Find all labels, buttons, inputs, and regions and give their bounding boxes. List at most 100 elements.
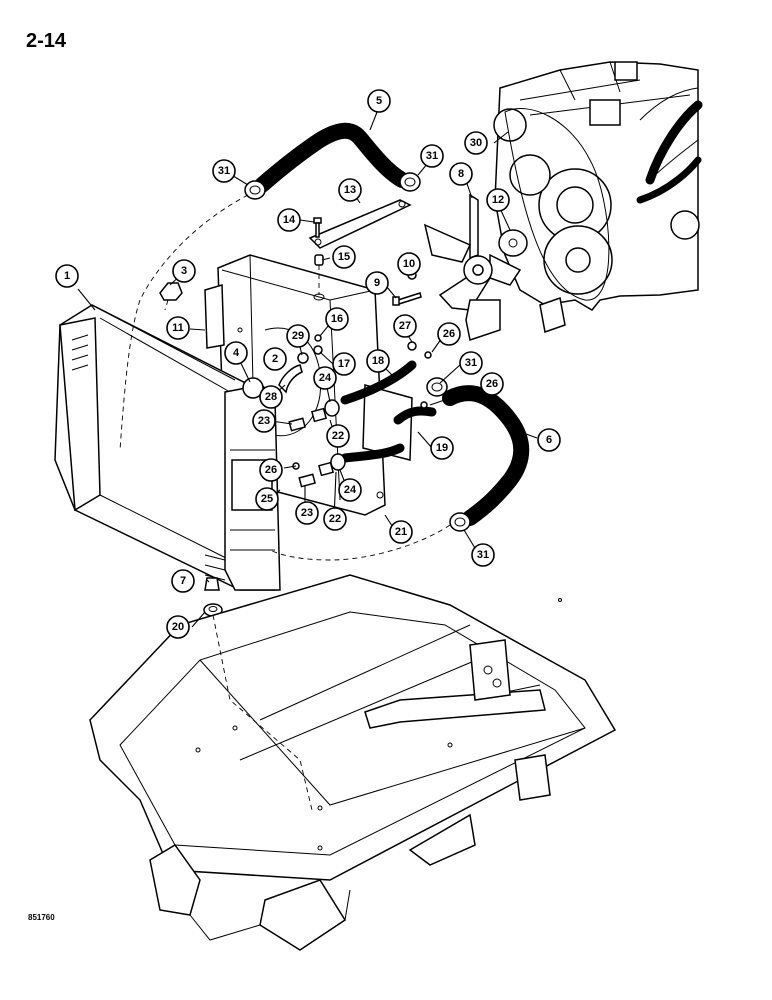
callout-24-upper: 24: [313, 366, 337, 390]
svg-text:28: 28: [265, 391, 277, 403]
cooler-hose-18: [340, 360, 417, 405]
callout-26-top: 26: [437, 322, 461, 346]
svg-text:16: 16: [331, 313, 343, 325]
svg-text:31: 31: [465, 357, 477, 369]
callout-29: 29: [286, 324, 310, 348]
svg-text:25: 25: [261, 493, 273, 505]
callout-7: 7: [171, 569, 195, 593]
callout-14: 14: [277, 208, 301, 232]
svg-text:17: 17: [338, 358, 350, 370]
svg-text:6: 6: [546, 434, 552, 446]
radiator-cap: [159, 282, 183, 301]
callout-26-right: 26: [480, 372, 504, 396]
svg-text:31: 31: [477, 549, 489, 561]
drain-plug: [204, 577, 220, 591]
callout-31-middle: 31: [459, 351, 483, 375]
callout-1: 1: [55, 264, 79, 288]
hose-clamp-upper-right: [399, 172, 421, 192]
svg-text:22: 22: [329, 513, 341, 525]
callout-5: 5: [367, 89, 391, 113]
svg-text:13: 13: [344, 184, 356, 196]
svg-text:26: 26: [265, 464, 277, 476]
callout-27: 27: [393, 314, 417, 338]
svg-text:24: 24: [344, 484, 357, 496]
callout-4: 4: [224, 341, 248, 365]
svg-text:8: 8: [458, 168, 464, 180]
callout-10: 10: [397, 252, 421, 276]
fan-spacer: [498, 229, 528, 257]
svg-text:2: 2: [272, 353, 278, 365]
svg-text:21: 21: [395, 526, 407, 538]
svg-text:4: 4: [233, 347, 240, 359]
hose-clamp-lower-bottom: [449, 512, 471, 532]
svg-text:3: 3: [181, 265, 187, 277]
callout-12: 12: [486, 188, 510, 212]
svg-text:30: 30: [470, 137, 482, 149]
callout-31-upper-left: 31: [212, 159, 236, 183]
svg-text:29: 29: [292, 330, 304, 342]
radiator-brace: [308, 199, 412, 249]
callout-17: 17: [332, 352, 356, 376]
callout-22-upper: 22: [326, 424, 350, 448]
cooler-hose-19: [340, 406, 437, 463]
radiator: [54, 304, 281, 591]
callout-3: 3: [172, 259, 196, 283]
radiator-core-mesh: [71, 334, 226, 581]
callout-25: 25: [255, 487, 279, 511]
svg-text:10: 10: [403, 258, 415, 270]
bolt-9: [392, 292, 422, 306]
engine-assembly: [493, 61, 703, 333]
svg-text:1: 1: [64, 270, 70, 282]
assembly-dashed-lines: [119, 194, 451, 811]
svg-text:26: 26: [486, 378, 498, 390]
fan-blade: [423, 193, 522, 341]
svg-text:27: 27: [399, 320, 411, 332]
hose-clamp-upper-left: [244, 180, 266, 200]
svg-text:26: 26: [443, 328, 455, 340]
callout-31-lower: 31: [471, 543, 495, 567]
callout-20: 20: [166, 615, 190, 639]
hose-clamp-lower-top: [426, 377, 448, 397]
svg-text:23: 23: [301, 507, 313, 519]
mounting-frame: [89, 574, 617, 951]
lower-radiator-hose: [442, 385, 530, 526]
svg-text:22: 22: [332, 430, 344, 442]
callout-9: 9: [365, 271, 389, 295]
callout-11: 11: [166, 316, 190, 340]
callout-19: 19: [430, 436, 454, 460]
svg-text:12: 12: [492, 194, 504, 206]
svg-text:5: 5: [376, 95, 382, 107]
callout-8: 8: [449, 162, 473, 186]
callout-6: 6: [537, 428, 561, 452]
callout-31-upper-right: 31: [420, 144, 444, 168]
callout-21: 21: [389, 520, 413, 544]
callout-22-lower: 22: [323, 507, 347, 531]
callout-18: 18: [366, 349, 390, 373]
svg-text:15: 15: [338, 251, 350, 263]
svg-text:14: 14: [283, 214, 296, 226]
svg-text:24: 24: [319, 372, 332, 384]
svg-text:9: 9: [374, 277, 380, 289]
bolt-14: [313, 217, 322, 238]
callout-23-upper: 23: [252, 409, 276, 433]
callout-2: 2: [263, 347, 287, 371]
callout-15: 15: [332, 245, 356, 269]
callout-26-left: 26: [259, 458, 283, 482]
svg-text:11: 11: [172, 322, 184, 334]
drawing-code: 851760: [28, 913, 55, 922]
svg-text:18: 18: [372, 355, 384, 367]
page-number: 2-14: [26, 30, 67, 52]
callout-16: 16: [325, 307, 349, 331]
svg-text:20: 20: [172, 621, 184, 633]
svg-text:31: 31: [426, 150, 438, 162]
svg-text:31: 31: [218, 165, 230, 177]
callout-13: 13: [338, 178, 362, 202]
callout-28: 28: [259, 385, 283, 409]
callout-24-lower: 24: [338, 478, 362, 502]
callout-23-lower: 23: [295, 501, 319, 525]
svg-text:23: 23: [258, 415, 270, 427]
callout-30: 30: [464, 131, 488, 155]
upper-radiator-hose: [254, 122, 410, 193]
